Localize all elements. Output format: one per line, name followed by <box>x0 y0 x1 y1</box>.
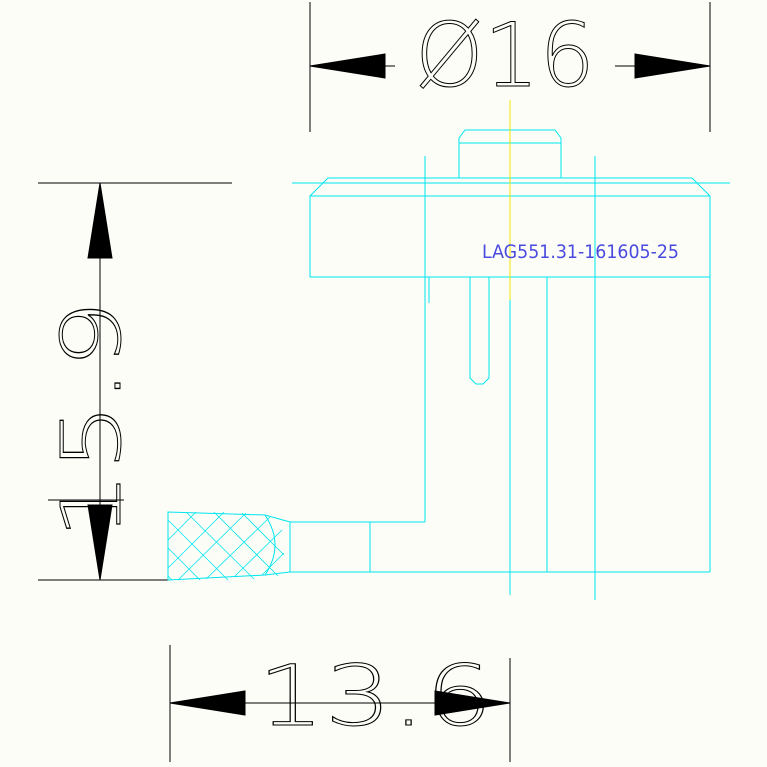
width-arrow-left <box>169 690 246 716</box>
cable-end-curve <box>264 514 276 576</box>
height-arrow-top <box>87 182 113 259</box>
cable-hatching <box>167 511 285 581</box>
diameter-arrow-right <box>634 53 711 79</box>
diameter-value: Ø16 <box>415 4 595 107</box>
diameter-dimension: Ø16 <box>309 2 711 132</box>
width-value: 13.6 <box>258 647 493 745</box>
height-arrow-bottom <box>87 504 113 581</box>
width-arrow-right <box>434 690 511 716</box>
pin-slot <box>469 277 490 385</box>
part-outline <box>167 100 730 600</box>
width-dimension: 13.6 <box>169 645 511 762</box>
top-flange-bevel-left <box>309 177 329 197</box>
height-value: 15.9 <box>45 300 140 540</box>
top-flange-bevel-right <box>691 177 711 197</box>
part-label: LAG551.31-161605-25 <box>482 241 679 263</box>
cable-body <box>167 511 710 581</box>
diameter-arrow-left <box>309 53 386 79</box>
height-dimension: 15.9 <box>38 182 232 581</box>
